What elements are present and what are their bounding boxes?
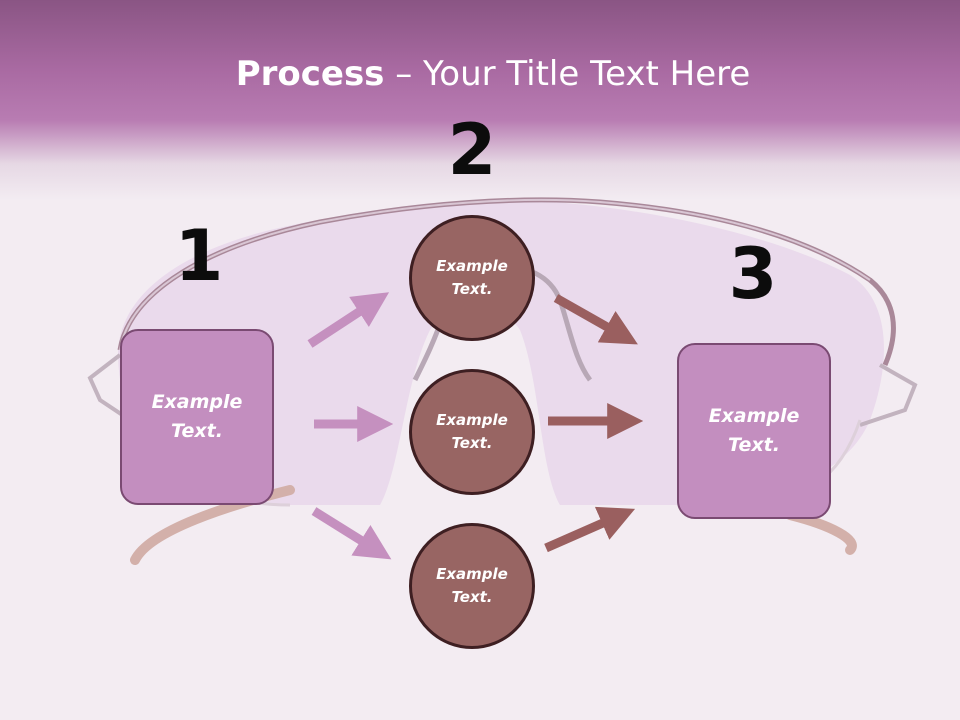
arrow-top-to-right [553, 294, 638, 345]
left-text-box: Example Text. [120, 329, 274, 505]
arrow-left-to-bottom [311, 507, 392, 560]
step-number-1: 1 [174, 215, 224, 297]
circle-top: Example Text. [409, 215, 535, 341]
title-rest: – Your Title Text Here [384, 54, 751, 94]
circle-bottom: Example Text. [409, 523, 535, 649]
slide-title: Process – Your Title Text Here [0, 52, 960, 96]
left-box-text: Example Text. [151, 391, 243, 442]
circle-middle-text: Example Text. [436, 411, 508, 452]
step-number-3: 3 [728, 233, 778, 315]
title-bold: Process [235, 54, 385, 94]
right-box-text: Example Text. [708, 405, 800, 456]
header-band [0, 0, 960, 200]
circle-middle: Example Text. [409, 369, 535, 495]
circle-bottom-text: Example Text. [436, 565, 508, 606]
arrow-bottom-to-right [544, 506, 636, 553]
step-number-2: 2 [447, 109, 497, 191]
circle-top-text: Example Text. [436, 257, 508, 298]
arrow-left-to-top [307, 292, 390, 348]
right-text-box: Example Text. [677, 343, 831, 519]
